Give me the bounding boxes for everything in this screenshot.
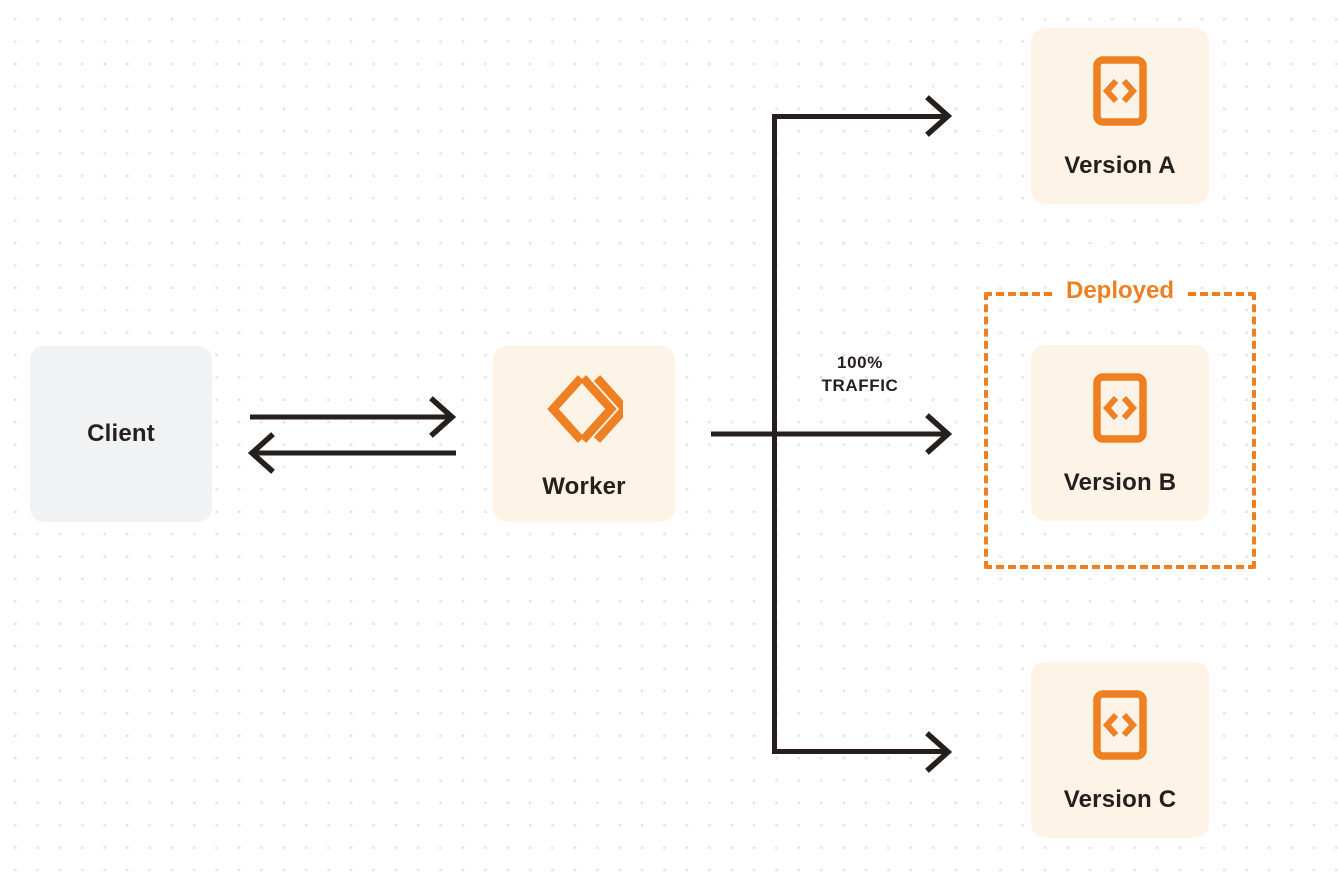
traffic-percentage-label: 100% TRAFFIC: [790, 352, 930, 398]
edge-trunk-to-version-a: [772, 95, 953, 137]
node-worker-label: Worker: [542, 472, 626, 500]
edge-worker-to-version-b: [711, 413, 953, 455]
edge-trunk-to-version-c: [772, 731, 953, 773]
node-version-a[interactable]: Version A: [1031, 28, 1209, 204]
deployed-group: Deployed: [984, 279, 1256, 569]
node-client[interactable]: Client: [30, 346, 212, 522]
code-file-icon: [1092, 689, 1148, 766]
edge-client-to-worker: [250, 396, 457, 438]
node-version-c[interactable]: Version C: [1031, 662, 1209, 838]
node-worker[interactable]: Worker: [493, 346, 675, 522]
code-file-icon: [1092, 55, 1148, 132]
node-version-b-label: Version B: [1063, 468, 1177, 496]
cloudflare-workers-logo-icon: [545, 370, 631, 453]
traffic-unit-label: TRAFFIC: [821, 375, 899, 395]
node-version-a-label: Version A: [1064, 151, 1176, 179]
edge-worker-to-client: [247, 432, 456, 474]
traffic-percent-value: 100%: [837, 353, 883, 372]
node-version-b[interactable]: Version B: [1031, 345, 1209, 521]
deployed-group-label: Deployed: [1055, 279, 1185, 303]
node-client-label: Client: [87, 420, 155, 447]
node-version-c-label: Version C: [1063, 785, 1177, 813]
code-file-icon: [1092, 372, 1148, 449]
